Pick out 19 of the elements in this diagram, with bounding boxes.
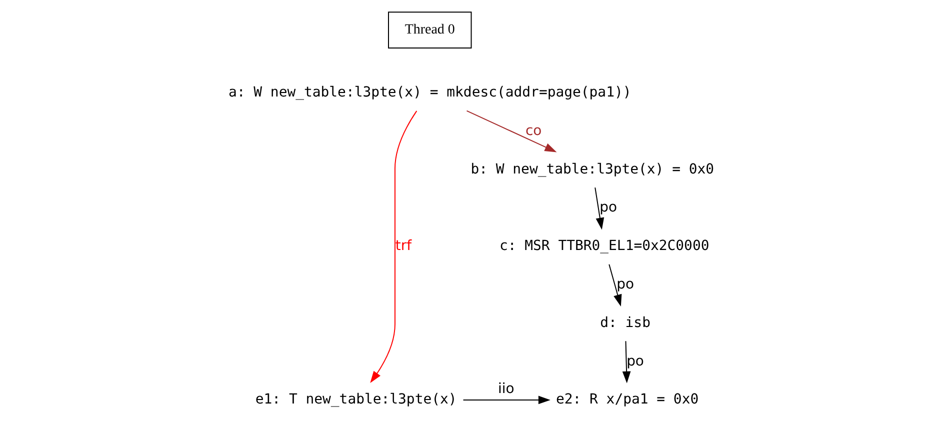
edge-label: trf	[395, 238, 412, 254]
node-text: c: MSR TTBR0_EL1=0x2C0000	[499, 238, 710, 254]
edge-label: po	[600, 200, 618, 216]
node-box: Thread 0	[388, 12, 472, 48]
edge-label: po	[616, 276, 634, 292]
node-text: e2: R x/pa1 = 0x0	[556, 392, 699, 408]
edge-label: iio	[498, 381, 514, 398]
node-text: b: W new_table:l3pte(x) = 0x0	[470, 161, 714, 178]
arrow	[462, 396, 550, 404]
node-text: d: isb	[600, 314, 650, 331]
node-text: e1: T new_table:l3pte(x)	[255, 392, 457, 408]
edge-label: co	[525, 122, 542, 139]
arrow	[594, 187, 604, 230]
arrow	[622, 340, 631, 384]
edge-label: po	[626, 353, 644, 370]
arrow	[466, 110, 557, 152]
arrow	[370, 110, 418, 384]
arrow	[608, 264, 622, 306]
node-text: a: W new_table:l3pte(x) = mkdesc(addr=page(pa1))	[228, 84, 632, 101]
